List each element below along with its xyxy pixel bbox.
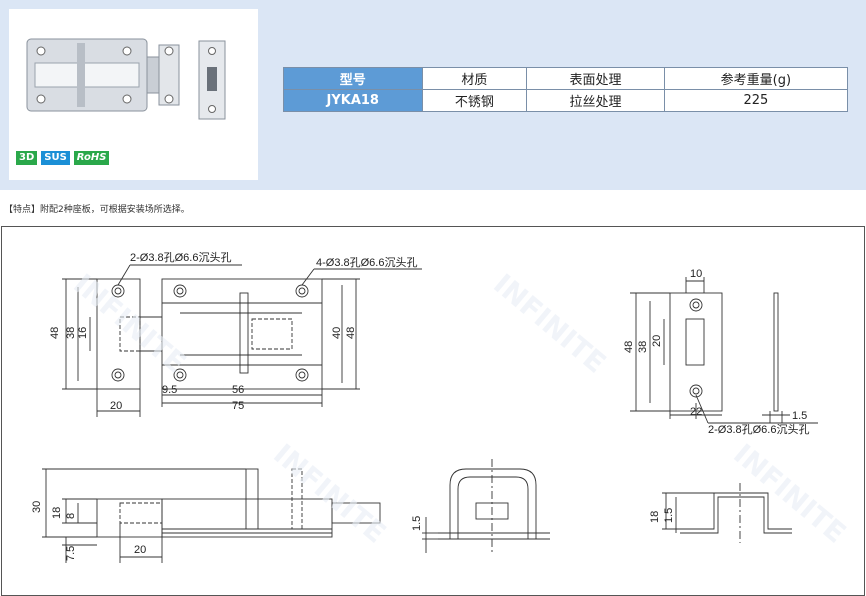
callout-main-left: 2-Ø3.8孔Ø6.6沉头孔 bbox=[130, 251, 231, 264]
dim-plate-48: 48 bbox=[623, 341, 635, 353]
dim-plate-1-5: 1.5 bbox=[792, 410, 807, 422]
dim-side-7-5: 7.5 bbox=[65, 546, 77, 561]
dim-plate-20: 20 bbox=[651, 335, 663, 347]
dim-side-30: 30 bbox=[31, 501, 43, 513]
cell-surface: 拉丝处理 bbox=[526, 89, 665, 112]
cell-material: 不锈钢 bbox=[421, 89, 528, 112]
dim-side-8: 8 bbox=[65, 513, 77, 519]
dim-side-18: 18 bbox=[51, 507, 63, 519]
callout-plate: 2-Ø3.8孔Ø6.6沉头孔 bbox=[708, 423, 809, 436]
dim-bracket-1-5: 1.5 bbox=[663, 508, 675, 523]
drawing-canvas: 2-Ø3.8孔Ø6.6沉头孔 4-Ø3.8孔Ø6.6沉头孔 48 38 16 4… bbox=[31, 251, 818, 563]
feature-note: 【特点】附配2种座板，可根据安装场所选择。 bbox=[4, 205, 190, 215]
dim-bracket-18: 18 bbox=[649, 511, 661, 523]
dim-front-56: 56 bbox=[232, 384, 244, 396]
header-surface: 表面处理 bbox=[526, 67, 665, 90]
dim-plate-10: 10 bbox=[690, 268, 702, 280]
dim-plate-22: 22 bbox=[690, 406, 702, 418]
dim-plate-38: 38 bbox=[637, 341, 649, 353]
badge-3d[interactable]: 3D bbox=[16, 151, 38, 165]
dim-front-48-right: 48 bbox=[345, 327, 357, 339]
dim-front-75: 75 bbox=[232, 400, 244, 412]
dim-front-20: 20 bbox=[110, 400, 122, 412]
header-model: 型号 bbox=[283, 67, 423, 90]
dim-side-20: 20 bbox=[134, 544, 146, 556]
spec-table: 型号 材质 表面处理 参考重量(g) JYKA18 不锈钢 拉丝处理 225 bbox=[283, 67, 849, 112]
dim-front-16: 16 bbox=[77, 327, 89, 339]
badge-sus[interactable]: SUS bbox=[41, 151, 70, 165]
dim-front-40: 40 bbox=[331, 327, 343, 339]
callout-main-right: 4-Ø3.8孔Ø6.6沉头孔 bbox=[316, 256, 417, 269]
table-row: JYKA18 不锈钢 拉丝处理 225 bbox=[283, 89, 849, 112]
cell-model: JYKA18 bbox=[283, 89, 423, 112]
dim-front-48-left: 48 bbox=[49, 327, 61, 339]
product-photo-image bbox=[26, 38, 226, 120]
dim-end-1-5: 1.5 bbox=[411, 516, 423, 531]
technical-drawing: 2-Ø3.8孔Ø6.6沉头孔 4-Ø3.8孔Ø6.6沉头孔 48 38 16 4… bbox=[1, 226, 865, 596]
badge-rohs[interactable]: RoHS bbox=[73, 151, 110, 165]
header-material: 材质 bbox=[421, 67, 528, 90]
spec-table-header: 型号 材质 表面处理 参考重量(g) bbox=[283, 67, 849, 90]
dim-front-9-5: 9.5 bbox=[162, 384, 177, 396]
dim-front-38: 38 bbox=[65, 327, 77, 339]
cell-weight: 225 bbox=[663, 89, 849, 112]
badge-row: 3D SUS RoHS bbox=[16, 151, 110, 165]
header-weight: 参考重量(g) bbox=[663, 67, 849, 90]
